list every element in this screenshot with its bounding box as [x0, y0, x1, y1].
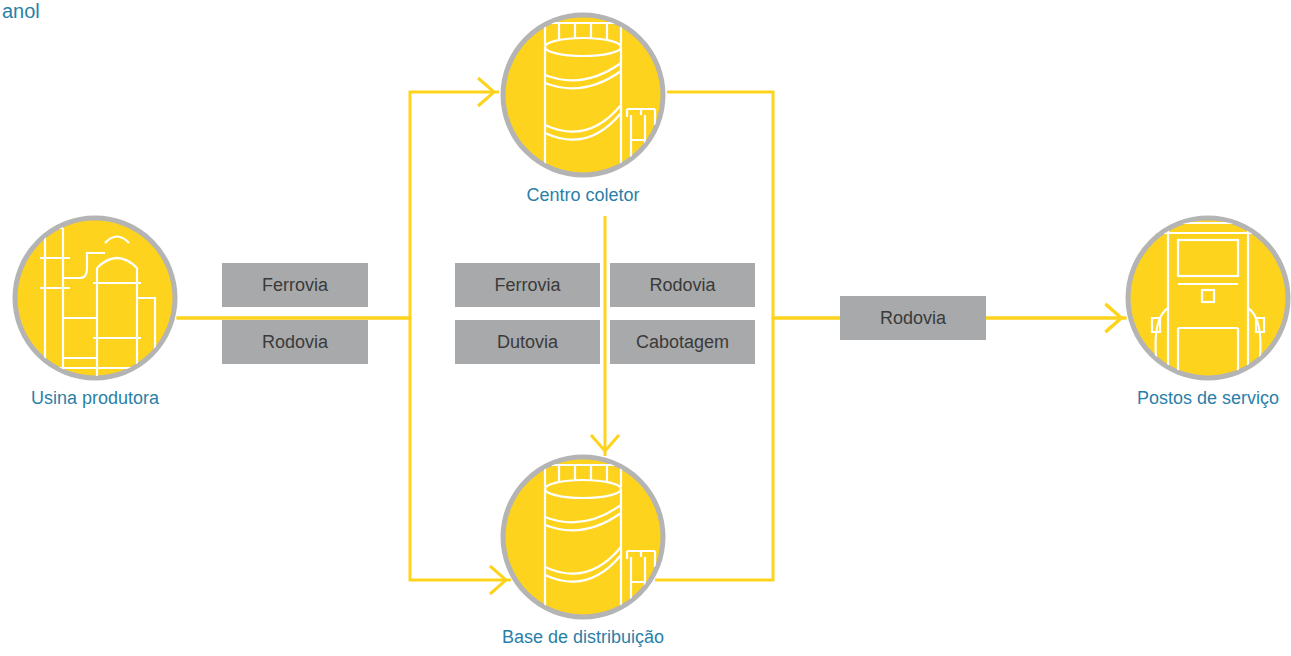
circle-outline	[1125, 215, 1291, 381]
mode-label: Ferrovia	[494, 274, 560, 296]
arrow-head	[490, 566, 506, 594]
station-circle: Usina produtora	[12, 215, 178, 411]
transport-mode-box: Ferrovia	[455, 263, 600, 307]
plant-illustration	[35, 228, 165, 388]
transport-mode-box: Cabotagem	[610, 320, 755, 364]
station-label: Postos de serviço	[1125, 387, 1291, 409]
mode-label: Ferrovia	[262, 274, 328, 296]
transport-mode-box: Rodovia	[840, 296, 986, 340]
circle-outline	[500, 12, 666, 178]
tank-illustration	[545, 23, 655, 185]
corner-label: anol	[2, 0, 40, 22]
station-label: Centro coletor	[500, 184, 666, 206]
flow-connector	[177, 92, 499, 318]
pump-illustration	[1152, 223, 1264, 388]
transport-mode-box: Rodovia	[222, 320, 368, 364]
station-circle: Postos de serviço	[1125, 215, 1291, 411]
arrow-head	[478, 78, 494, 106]
arrow-head	[591, 435, 619, 451]
tank-illustration	[545, 465, 655, 627]
station-label: Base de distribuição	[498, 626, 669, 648]
arrow-head	[1105, 304, 1121, 332]
mode-label: Rodovia	[880, 307, 946, 329]
transport-mode-box: Ferrovia	[222, 263, 368, 307]
station-circle: Centro coletor	[500, 12, 666, 208]
station-circle: Base de distribuição	[498, 454, 669, 650]
flow-connector	[604, 216, 607, 456]
mode-label: Dutovia	[497, 331, 558, 353]
transport-mode-box: Dutovia	[455, 320, 600, 364]
mode-label: Rodovia	[649, 274, 715, 296]
mode-label: Cabotagem	[636, 331, 729, 353]
circle-outline	[500, 454, 666, 620]
station-label: Usina produtora	[12, 387, 178, 409]
circle-outline	[12, 215, 178, 381]
transport-mode-box: Rodovia	[610, 263, 755, 307]
mode-label: Rodovia	[262, 331, 328, 353]
